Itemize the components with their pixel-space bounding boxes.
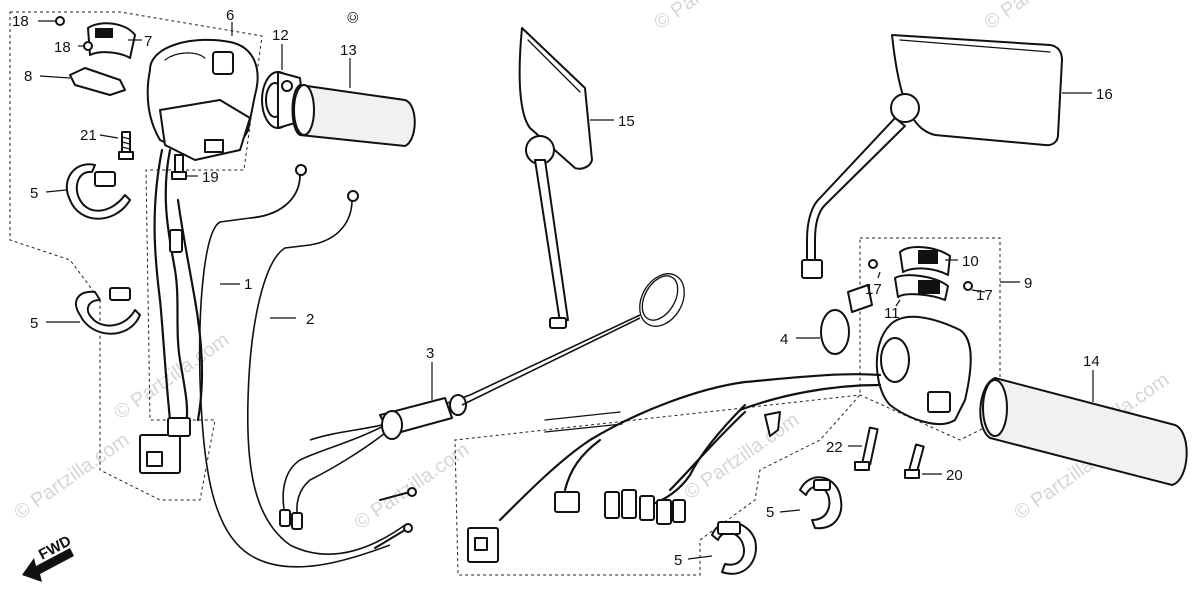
callout-21: 21 xyxy=(80,127,97,144)
grip-14 xyxy=(979,376,1188,487)
screw-18b xyxy=(83,41,93,51)
copyright-mark: © xyxy=(345,12,362,23)
switch-knob-4 xyxy=(820,284,873,355)
switch-part-11 xyxy=(894,274,949,301)
callout-9: 9 xyxy=(1024,275,1032,292)
callout-20: 20 xyxy=(946,467,963,484)
callout-10: 10 xyxy=(962,253,979,270)
callout-18: 18 xyxy=(12,13,29,30)
wire-band-5d xyxy=(711,521,757,575)
screw-20 xyxy=(904,443,925,479)
callout-6: 6 xyxy=(226,7,234,24)
mirror-15 xyxy=(518,27,593,329)
switch-clamp-upper xyxy=(87,22,136,59)
watermark: © Partzilla.com xyxy=(650,0,773,34)
left-switch-harness xyxy=(139,148,204,474)
left-switch-housing xyxy=(146,38,259,161)
callout-12: 12 xyxy=(272,27,289,44)
watermark: © Partzilla.com xyxy=(10,429,133,524)
throttle-cable-2 xyxy=(246,190,406,556)
callout-7: 7 xyxy=(144,33,152,50)
watermark: © Partzilla.com xyxy=(110,329,233,424)
callout-18: 18 xyxy=(54,39,71,56)
switch-clamp-lower xyxy=(69,67,126,96)
callout-13: 13 xyxy=(340,42,357,59)
clutch-cable-3 xyxy=(279,273,685,530)
grip-13 xyxy=(291,83,416,148)
callout-15: 15 xyxy=(618,113,635,130)
callout-1: 1 xyxy=(244,276,252,293)
callout-5: 5 xyxy=(766,504,774,521)
callout-5: 5 xyxy=(674,552,682,569)
callout-16: 16 xyxy=(1096,86,1113,103)
callout-2: 2 xyxy=(306,311,314,328)
callout-17: 17 xyxy=(976,287,993,304)
right-switch-harness xyxy=(467,373,882,563)
wire-band-5b xyxy=(75,287,141,335)
callout-5: 5 xyxy=(30,185,38,202)
screw-19 xyxy=(171,154,187,180)
wire-band-5a xyxy=(65,163,131,220)
left-switch-group-outline xyxy=(9,11,263,501)
watermark: © Partzilla.com xyxy=(980,0,1103,34)
fwd-arrow: FWD xyxy=(22,532,74,582)
screw-17a xyxy=(868,259,878,269)
callout-labels: 18 18 6 7 8 12 13 21 19 5 5 1 2 3 15 16 … xyxy=(12,7,1113,569)
callout-5: 5 xyxy=(30,315,38,332)
callout-3: 3 xyxy=(426,345,434,362)
callout-11: 11 xyxy=(884,305,900,322)
callout-14: 14 xyxy=(1083,353,1100,370)
callout-22: 22 xyxy=(826,439,843,456)
callout-17: 17 xyxy=(865,281,882,298)
right-switch-housing xyxy=(875,315,972,425)
wire-band-5c xyxy=(799,476,843,530)
watermark: © Partzilla.com xyxy=(680,409,803,504)
mirror-16 xyxy=(801,34,1063,279)
cable-end-fittings xyxy=(374,487,417,549)
callout-19: 19 xyxy=(202,169,219,186)
screw-17b xyxy=(963,281,973,291)
callout-4: 4 xyxy=(780,331,788,348)
throttle-cable-1 xyxy=(198,164,391,568)
switch-part-10 xyxy=(899,246,951,276)
screw-21 xyxy=(118,131,134,160)
callout-8: 8 xyxy=(24,68,32,85)
screw-22 xyxy=(854,426,879,471)
screw-18a xyxy=(55,16,65,26)
leader-lines xyxy=(38,20,1094,560)
